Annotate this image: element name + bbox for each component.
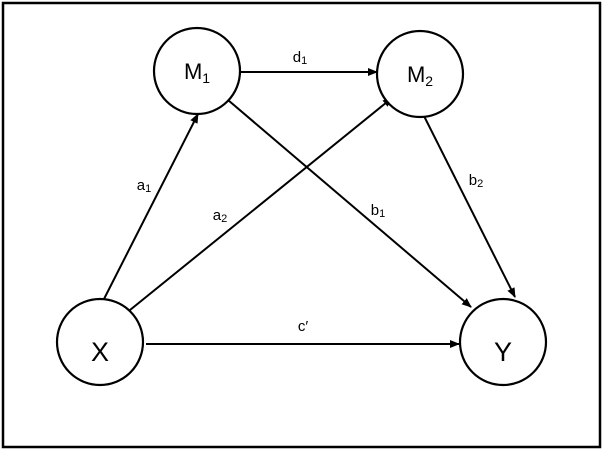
edge-label-c-prime: c′	[298, 318, 309, 335]
node-x-label: X	[91, 337, 109, 367]
edge-label-b1: b1	[371, 202, 385, 220]
node-x: X	[55, 297, 145, 387]
edge-m1-to-y	[227, 99, 472, 308]
node-m1-subscript: 1	[202, 70, 210, 86]
edge-x-to-m1	[103, 113, 199, 300]
node-m2: M2	[375, 29, 465, 119]
node-m2-label: M	[407, 62, 425, 87]
edge-m2-to-y	[423, 115, 516, 298]
edge-x-to-m2	[129, 97, 393, 311]
node-y-label: Y	[494, 337, 512, 367]
node-m1-label: M	[184, 59, 202, 84]
svg-text:M1: M1	[184, 59, 210, 86]
edge-label-d1: d1	[293, 49, 307, 67]
svg-text:M2: M2	[407, 62, 433, 89]
node-y: Y	[458, 297, 548, 387]
edge-label-a1: a1	[137, 177, 151, 195]
edge-label-b2: b2	[469, 172, 483, 190]
node-m2-subscript: 2	[425, 73, 433, 89]
node-m1: M1	[152, 26, 242, 116]
edge-label-a2: a2	[213, 207, 227, 225]
